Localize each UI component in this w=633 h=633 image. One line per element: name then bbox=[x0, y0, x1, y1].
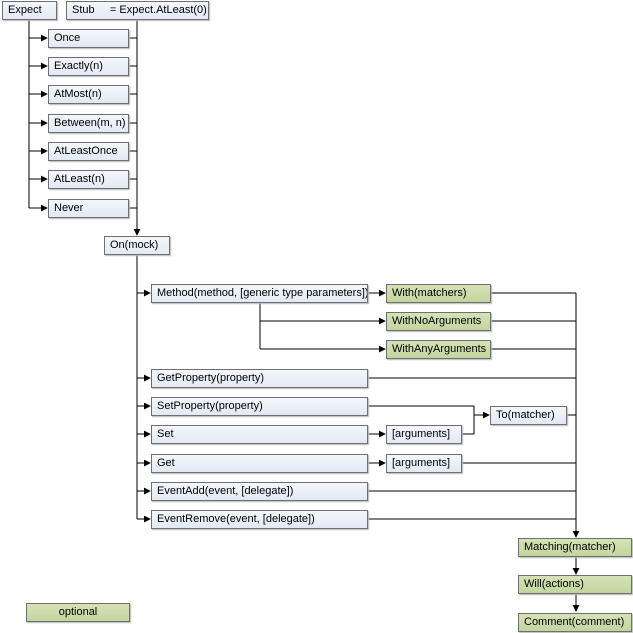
atmost-node: AtMost(n) bbox=[48, 85, 129, 104]
between-node: Between(m, n) bbox=[48, 114, 129, 133]
get-property-node: GetProperty(property) bbox=[151, 369, 368, 388]
event-remove-node: EventRemove(event, [delegate]) bbox=[151, 510, 368, 529]
expect-node: Expect bbox=[2, 1, 57, 20]
stub-node: Stub = Expect.AtLeast(0) bbox=[66, 1, 209, 20]
set-arguments-node: [arguments] bbox=[386, 425, 462, 444]
on-mock-node: On(mock) bbox=[104, 236, 170, 255]
method-node: Method(method, [generic type parameters]… bbox=[151, 284, 368, 303]
with-any-arguments-node: WithAnyArguments bbox=[386, 340, 491, 359]
event-add-node: EventAdd(event, [delegate]) bbox=[151, 482, 368, 501]
never-node: Never bbox=[48, 199, 129, 218]
to-matcher-node: To(matcher) bbox=[490, 406, 567, 425]
atleast-node: AtLeast(n) bbox=[48, 170, 129, 189]
with-node: With(matchers) bbox=[386, 284, 491, 303]
with-no-arguments-node: WithNoArguments bbox=[386, 312, 491, 331]
set-property-node: SetProperty(property) bbox=[151, 397, 368, 416]
get-node: Get bbox=[151, 454, 368, 473]
comment-node: Comment(comment) bbox=[518, 613, 632, 632]
atleastonce-node: AtLeastOnce bbox=[48, 142, 129, 161]
matching-node: Matching(matcher) bbox=[518, 538, 632, 557]
legend-optional: optional bbox=[26, 603, 130, 622]
get-arguments-node: [arguments] bbox=[386, 454, 462, 473]
once-node: Once bbox=[48, 29, 129, 48]
set-node: Set bbox=[151, 425, 368, 444]
exactly-node: Exactly(n) bbox=[48, 57, 129, 76]
will-node: Will(actions) bbox=[518, 575, 632, 594]
